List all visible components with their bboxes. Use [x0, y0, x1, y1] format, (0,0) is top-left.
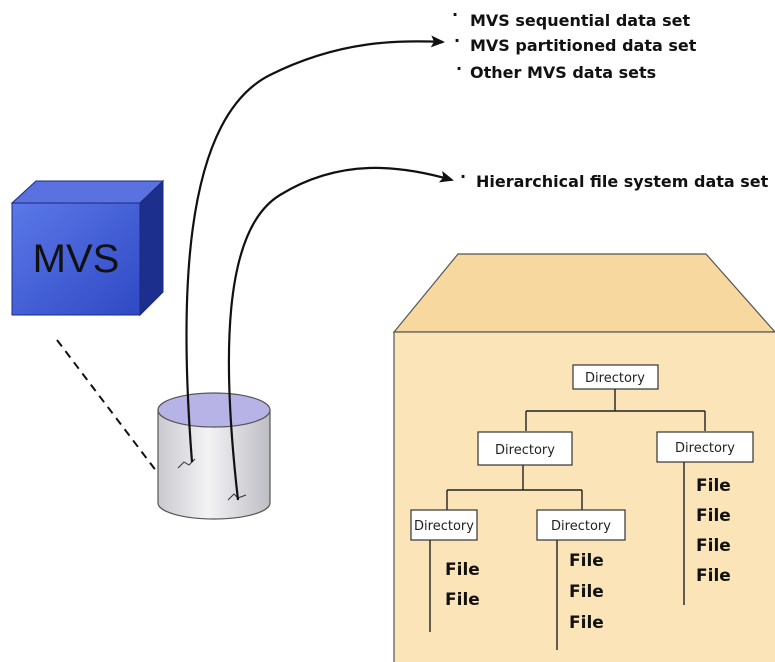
files-leaf-2: File File File [569, 551, 604, 633]
directory-left-label: Directory [495, 443, 555, 458]
mvs-dataset-list: · MVS sequential data set · MVS partitio… [452, 5, 697, 82]
tree-connectors [429, 389, 706, 650]
arrow-to-hfs-dataset [227, 166, 454, 501]
cube-top-face [10, 180, 165, 204]
bullet-mvs-sequential: MVS sequential data set [470, 11, 690, 30]
cube-to-disk-connector [56, 339, 158, 473]
bullet-dot: · [456, 59, 462, 78]
disk-cylinder [157, 392, 271, 520]
bullet-dot: · [454, 31, 460, 50]
cube-front-face [11, 202, 141, 316]
cylinder-body [157, 409, 271, 520]
file-label: File [445, 560, 480, 580]
arrow-to-mvs-datasets [185, 35, 445, 463]
cube-label: MVS [33, 237, 120, 281]
directory-left: Directory [477, 431, 573, 466]
files-right: File File File File [696, 476, 731, 586]
bullet-dot: · [460, 167, 466, 186]
file-label: File [569, 582, 604, 602]
directory-right: Directory [656, 431, 754, 463]
mvs-cube: MVS [10, 179, 165, 317]
cube-side-face [139, 179, 164, 317]
bullet-mvs-partitioned: MVS partitioned data set [470, 36, 697, 55]
files-leaf-1: File File [445, 560, 480, 610]
file-label: File [696, 476, 731, 496]
directory-leaf-1: Directory [410, 509, 478, 541]
bullet-hfs: Hierarchical file system data set [476, 172, 769, 191]
directory-leaf-1-label: Directory [414, 519, 474, 534]
bullet-other-mvs: Other MVS data sets [470, 63, 656, 82]
file-label: File [445, 590, 480, 610]
file-label: File [696, 506, 731, 526]
file-label: File [696, 536, 731, 556]
directory-root-label: Directory [585, 371, 645, 386]
cylinder-top [157, 392, 271, 428]
directory-right-label: Directory [675, 441, 735, 456]
file-label: File [569, 613, 604, 633]
hfs-dataset-label: · Hierarchical file system data set [460, 167, 769, 191]
file-label: File [569, 551, 604, 571]
crack-2 [227, 493, 247, 501]
bullet-dot: · [452, 5, 458, 24]
file-label: File [696, 566, 731, 586]
directory-leaf-2: Directory [536, 509, 626, 541]
directory-leaf-2-label: Directory [551, 519, 611, 534]
directory-root: Directory [572, 364, 659, 390]
folder-tab [392, 253, 775, 333]
